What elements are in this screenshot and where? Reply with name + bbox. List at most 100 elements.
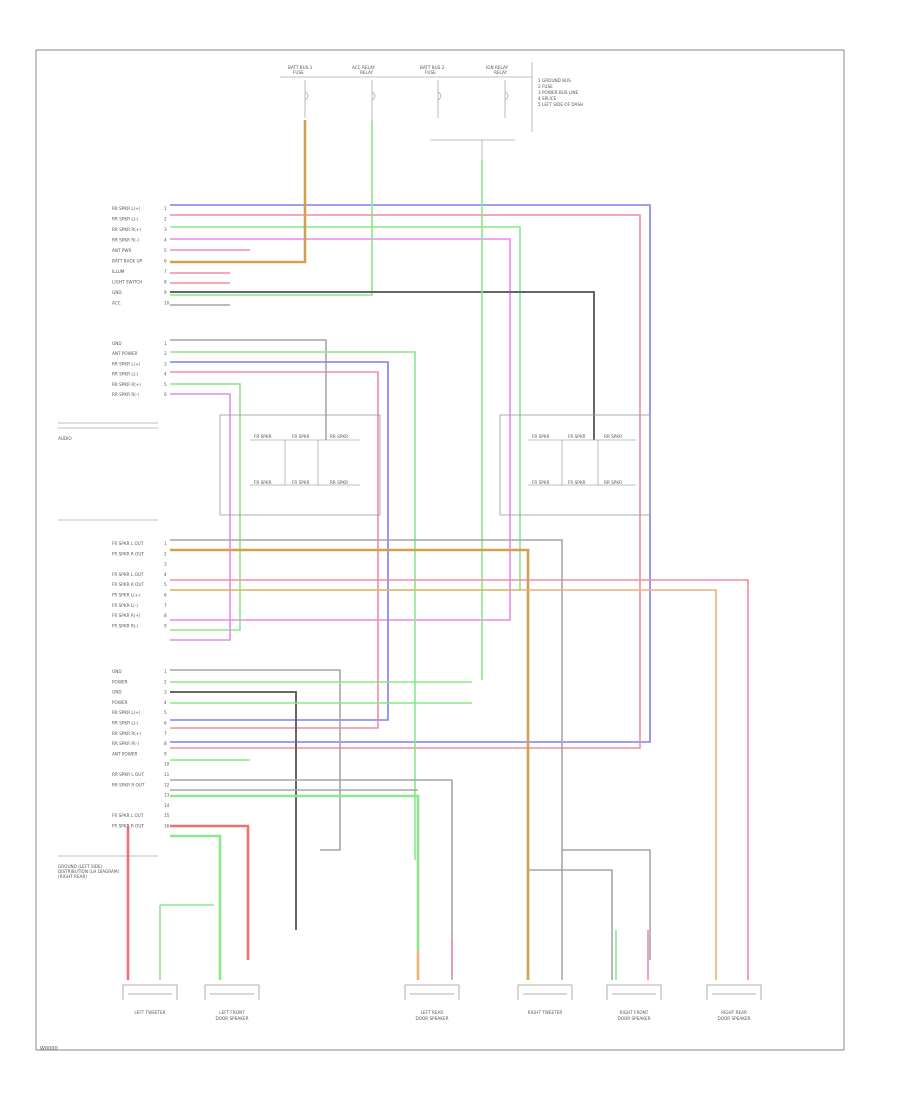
wire-tan-2 [170,548,530,980]
svg-text:RR SPKR: RR SPKR [330,434,348,439]
connector-label: RR SPKR R(-) [112,392,139,397]
speaker-label: RIGHT FRONT [620,1010,649,1015]
connector-label: RR SPKR R OUT [112,782,145,787]
connector-label: FR SPKR R(-) [112,623,139,628]
speaker-label: RIGHT REAR [721,1010,747,1015]
wire-pink-1 [170,214,641,749]
svg-text:RR SPKR: RR SPKR [604,434,622,439]
pin-number: 1 [164,206,167,211]
connector-label: RR SPKR L(+) [112,710,141,715]
speaker-label: LEFT FRONT [219,1010,245,1015]
connector-label: ANT POWER [112,751,137,756]
pin-number: 5 [164,582,167,587]
fuse-sub-2: RELAY [360,70,374,75]
wire-dark-2 [170,691,297,930]
speaker-label: DOOR SPEAKER [215,1016,248,1021]
pin-number: 8 [164,613,167,618]
speaker-symbol [204,984,260,1000]
connector-label: FR SPKR L(+) [112,593,140,598]
svg-text:FR SPKR: FR SPKR [254,434,272,439]
pin-number: 7 [164,731,167,736]
pin-number: 1 [164,341,167,346]
svg-text:FR SPKR: FR SPKR [568,480,586,485]
speaker-label: LEFT TWEETER [134,1010,165,1015]
pin-number: 5 [164,382,167,387]
pin-number: 5 [164,710,167,715]
figure-number: W0000 [40,1046,58,1052]
speaker-label: DOOR SPEAKER [717,1016,750,1021]
speaker-label: DOOR SPEAKER [415,1016,448,1021]
pin-number: 6 [164,259,167,264]
wire-green-9 [170,794,420,950]
pin-number: 9 [164,751,167,756]
connector-label: GND [112,290,122,295]
svg-text:FR SPKR: FR SPKR [568,434,586,439]
pin-number: 4 [164,238,167,243]
connector-label: RR SPKR L(-) [112,372,139,377]
speaker-symbol [122,984,178,1000]
connector-label: LIGHT SWITCH [112,280,142,285]
speaker-label: RIGHT TWEETER [528,1010,563,1015]
audio-unit-divider-top [58,422,158,429]
connector-label: GND [112,669,122,674]
connector-label: POWER [112,679,128,684]
pin-number: 8 [164,741,167,746]
wire-blue-1 [170,204,651,743]
pin-number: 2 [164,351,167,356]
pin-number: 3 [164,361,167,366]
legend-5: 5 LEFT SIDE OF DASH [538,102,583,107]
speaker-label: DOOR SPEAKER [617,1016,650,1021]
svg-text:FR SPKR: FR SPKR [532,480,550,485]
pin-number: 2 [164,217,167,222]
connector-label: GND [112,341,122,346]
connector-label: RR SPKR R(+) [112,731,141,736]
connector-label: ANT POWER [112,351,137,356]
svg-text:FR SPKR: FR SPKR [532,434,550,439]
legend-1: 1 GROUND BUS [538,78,571,83]
pin-number: 7 [164,269,167,274]
svg-text:RR SPKR: RR SPKR [330,480,348,485]
wire-red-1 [126,824,250,980]
connector-label: RR SPKR R(+) [112,227,141,232]
wire-green-10 [170,834,222,980]
pin-number: 6 [164,721,167,726]
pin-number: 11 [164,772,170,777]
bottom-note-1: GROUND (LEFT SIDE) [58,864,103,869]
pin-number: 12 [164,782,170,787]
pin-number: 10 [164,301,170,306]
pin-number: 3 [164,227,167,232]
connector-label: GND [112,690,122,695]
wire-green-11 [159,904,214,980]
diagram-frame [35,49,845,1051]
svg-text:FR SPKR: FR SPKR [292,434,310,439]
connector-label: BATT BACK UP [112,259,143,264]
pin-number: 13 [164,793,170,798]
connector-label: RR SPKR L OUT [112,772,144,777]
fuse-name-4: IGN RELAY [486,65,508,70]
fuse-sub-4: RELAY [494,70,508,75]
connector-label: RR SPKR R(-) [112,741,139,746]
connector-label: RR SPKR L(+) [112,361,141,366]
wire-green-4 [170,351,416,860]
pin-number: 10 [164,762,170,767]
connector-label: RR SPKR L(-) [112,217,139,222]
pin-number: 4 [164,700,167,705]
audio-block-label: AUDIO [58,436,72,441]
pin-number: 2 [164,679,167,684]
fuse-name-1: BATT BUS 1 [288,65,313,70]
pin-number: 3 [164,690,167,695]
connector-label: ANT PWR [112,248,132,253]
pin-number: 7 [164,603,167,608]
connector-label: FR SPKR L OUT [112,572,144,577]
speaker-label: LEFT REAR [421,1010,444,1015]
top-fuse-block: BATT BUS 1 FUSE ACC RELAY RELAY BATT BUS… [280,62,583,160]
pin-number: 4 [164,372,167,377]
legend-4: 4 SPLICE [538,96,557,101]
pin-number: 1 [164,541,167,546]
